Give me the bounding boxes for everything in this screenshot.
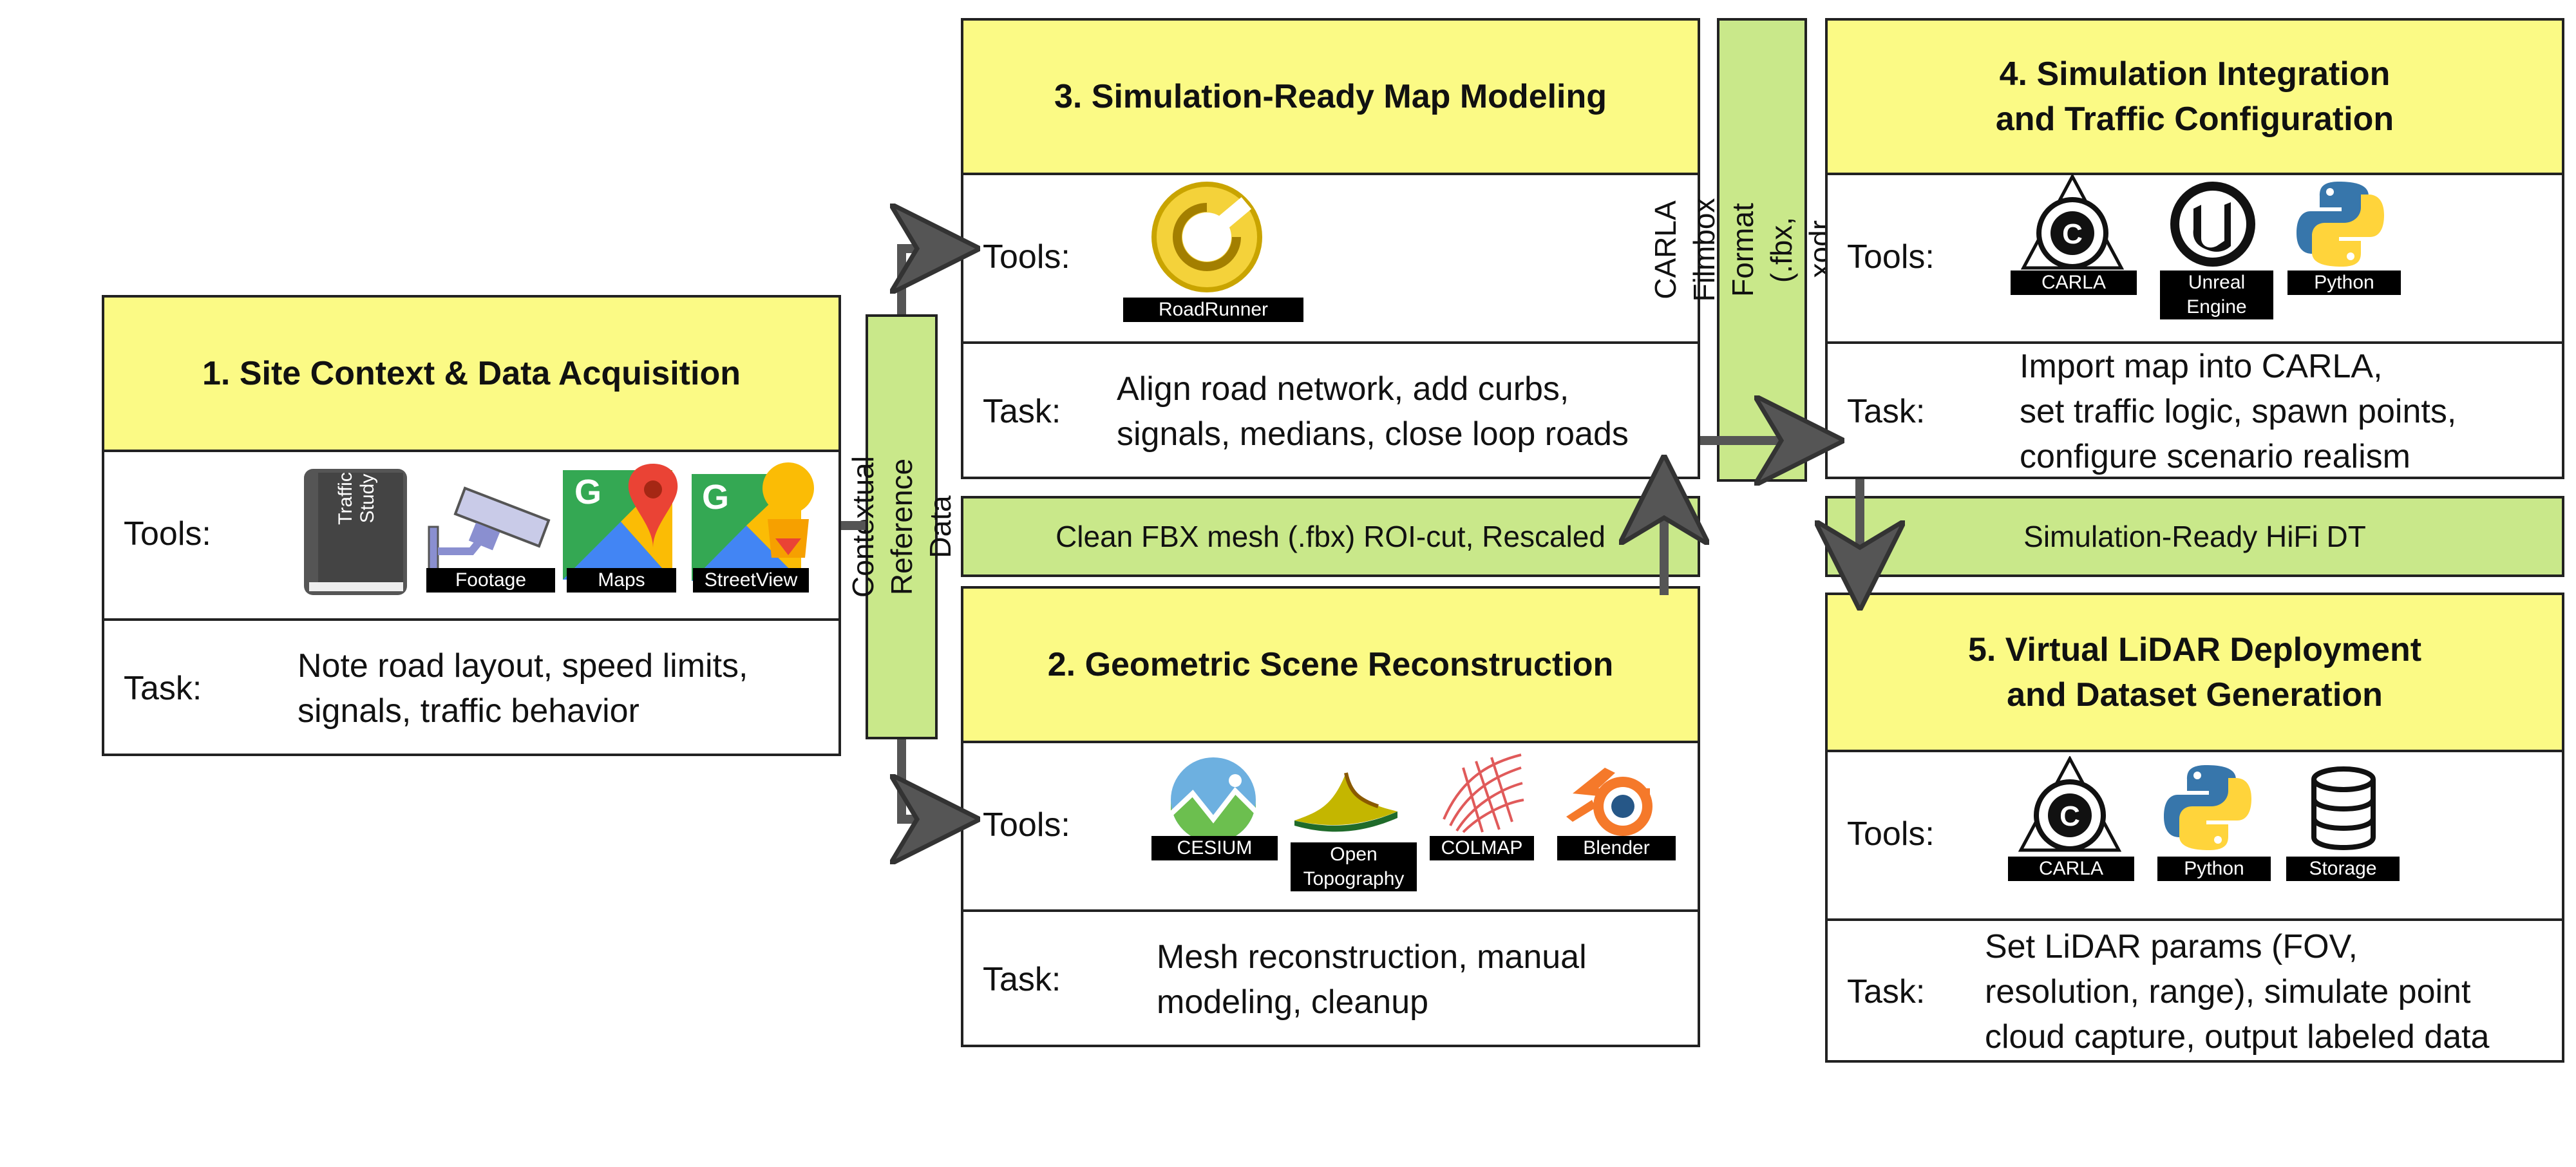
stage1-tools-row: Tools: Traffic Study Footage	[104, 450, 838, 618]
stage3-title: 3. Simulation-Ready Map Modeling	[963, 21, 1698, 175]
stage5-task-label: Task:	[1847, 973, 1926, 1010]
arrow-context-to-stage2	[902, 739, 953, 819]
stage4-tools-row: Tools: C CARLA Unreal Engine	[1828, 173, 2562, 341]
stage4-task-row: Task: Import map into CARLA, set traffic…	[1828, 341, 2562, 479]
carla-caption: CARLA	[2008, 857, 2134, 881]
stage1-task-label: Task:	[124, 670, 202, 707]
google-streetview-icon: G	[692, 461, 820, 581]
storage-database-icon	[2308, 766, 2379, 851]
fbx-mesh-band: Clean FBX mesh (.fbx) ROI-cut, Rescaled	[961, 496, 1700, 577]
blender-caption: Blender	[1557, 836, 1676, 860]
colmap-icon	[1437, 748, 1528, 839]
stage2-task-row: Task: Mesh reconstruction, manual modeli…	[963, 909, 1698, 1047]
stage5-task-text: Set LiDAR params (FOV, resolution, range…	[1985, 928, 2490, 1056]
carla-icon: C	[2020, 173, 2125, 270]
svg-text:C: C	[2062, 218, 2083, 250]
carla-caption: CARLA	[2011, 270, 2137, 295]
svg-text:G: G	[574, 473, 601, 511]
stage5-title: 5. Virtual LiDAR Deployment and Dataset …	[1828, 595, 2562, 752]
python-caption: Python	[2287, 270, 2401, 295]
open-topography-icon	[1294, 766, 1397, 837]
cesium-icon	[1168, 755, 1258, 845]
google-maps-icon: G	[563, 464, 687, 580]
open-topography-caption: Open Topography	[1291, 842, 1417, 891]
stage5-tools-row: Tools: C CARLA Python	[1828, 750, 2562, 918]
stage4-task-label: Task:	[1847, 393, 1926, 430]
stage3-tools-row: Tools: RoadRunner	[963, 173, 1698, 341]
roadrunner-icon	[1149, 179, 1265, 295]
carla-icon: C	[2018, 755, 2122, 853]
footage-caption: Footage	[426, 568, 555, 593]
stage5-tools-label: Tools:	[1847, 815, 1935, 853]
stage2-panel: 2. Geometric Scene Reconstruction Tools:…	[961, 586, 1700, 1047]
storage-caption: Storage	[2286, 857, 2400, 881]
python-icon	[2163, 763, 2253, 853]
stage1-task-text: Note road layout, speed limits, signals,…	[298, 647, 748, 730]
unreal-engine-caption: Unreal Engine	[2160, 270, 2273, 319]
python-icon	[2295, 179, 2385, 269]
stage2-tools-label: Tools:	[983, 806, 1070, 844]
stage1-tools-label: Tools:	[124, 515, 211, 553]
stage5-panel: 5. Virtual LiDAR Deployment and Dataset …	[1825, 593, 2564, 1063]
stage5-task-row: Task: Set LiDAR params (FOV, resolution,…	[1828, 918, 2562, 1063]
stage1-title: 1. Site Context & Data Acquisition	[104, 298, 838, 452]
stage3-task-label: Task:	[983, 393, 1061, 430]
stage2-task-text: Mesh reconstruction, manual modeling, cl…	[1157, 938, 1587, 1021]
stage3-task-row: Task: Align road network, add curbs, sig…	[963, 341, 1698, 479]
streetview-caption: StreetView	[693, 568, 809, 593]
svg-text:G: G	[702, 478, 729, 517]
stage1-task-row: Task: Note road layout, speed limits, si…	[104, 618, 838, 756]
colmap-caption: COLMAP	[1430, 836, 1534, 860]
stage3-task-text: Align road network, add curbs, signals, …	[1117, 370, 1629, 453]
stage4-title: 4. Simulation Integration and Traffic Co…	[1828, 21, 2562, 175]
arrow-context-to-stage3	[902, 249, 953, 314]
hifi-dt-band: Simulation-Ready HiFi DT	[1825, 496, 2564, 577]
stage3-tools-label: Tools:	[983, 238, 1070, 276]
stage1-panel: 1. Site Context & Data Acquisition Tools…	[102, 295, 841, 756]
contextual-reference-band: Contextual Reference Data	[846, 314, 957, 739]
blender-icon	[1560, 755, 1663, 839]
traffic-study-book-icon: Traffic Study	[304, 469, 407, 595]
stage4-panel: 4. Simulation Integration and Traffic Co…	[1825, 18, 2564, 479]
stage4-task-text: Import map into CARLA, set traffic logic…	[2020, 348, 2457, 475]
maps-caption: Maps	[567, 568, 676, 593]
stage2-tools-row: Tools: CESIUM Open Topography	[963, 741, 1698, 909]
stage2-title: 2. Geometric Scene Reconstruction	[963, 589, 1698, 743]
stage4-tools-label: Tools:	[1847, 238, 1935, 276]
svg-text:C: C	[2060, 801, 2080, 832]
cesium-caption: CESIUM	[1151, 836, 1278, 860]
roadrunner-caption: RoadRunner	[1123, 298, 1303, 322]
unreal-engine-icon	[2168, 179, 2258, 269]
python-caption: Python	[2157, 857, 2271, 881]
stage2-task-label: Task:	[983, 961, 1061, 998]
